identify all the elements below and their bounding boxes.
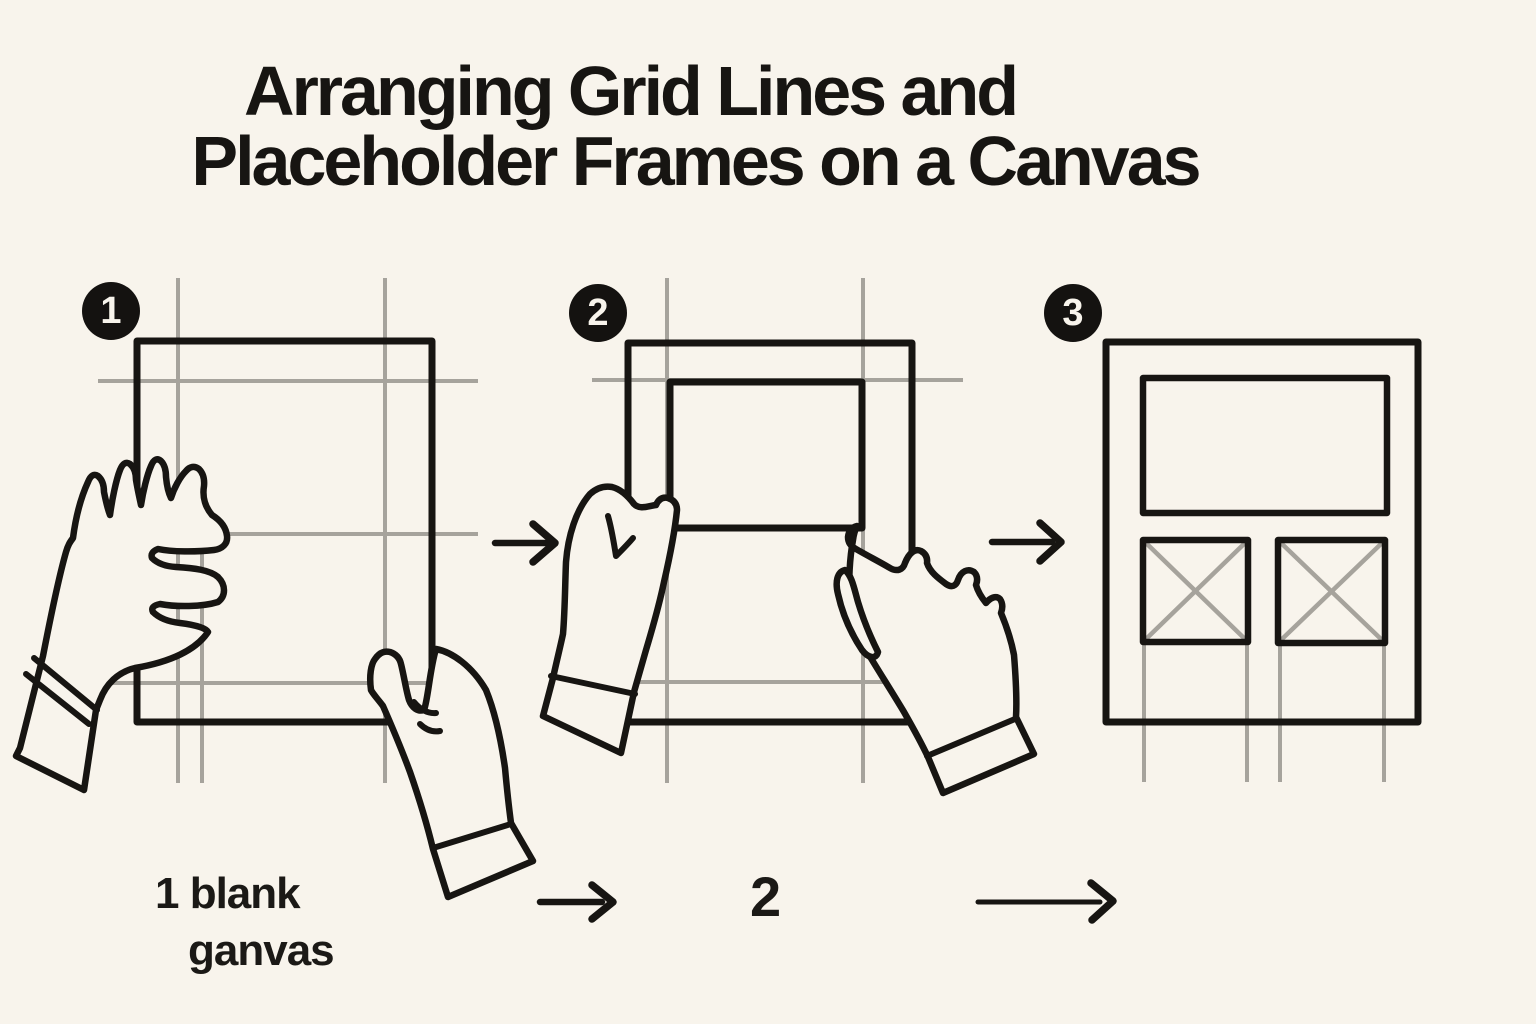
placeholder-rect-step3 <box>1139 374 1391 517</box>
step1-caption-line-1: 1 blank <box>155 869 301 918</box>
left-hand-step2 <box>539 483 681 757</box>
x-mark-icon-left <box>1143 540 1248 642</box>
canvas-step3 <box>1102 338 1422 726</box>
right-hand-step1 <box>366 645 537 901</box>
arrow-right-icon-mid-1 <box>491 520 559 566</box>
arrow-right-icon-mid-2 <box>988 519 1065 565</box>
left-hand-step1 <box>12 456 231 794</box>
arrow-right-icon-bottom-1 <box>536 881 617 923</box>
page-title-line-1: Arranging Grid Lines and <box>244 52 1019 130</box>
x-mark-icon-right <box>1278 540 1385 643</box>
step-badge-3: 3 <box>1044 284 1102 342</box>
right-hand-step2 <box>833 522 1038 797</box>
step2-caption: 2 <box>750 865 782 928</box>
placeholder-square-step3-left <box>1139 536 1252 646</box>
step-badge-2: 2 <box>569 284 627 342</box>
step1-caption-line-2: ganvas <box>188 926 335 975</box>
placeholder-frame-step2 <box>666 378 866 532</box>
page-title-line-2: Placeholder Frames on a Canvas <box>191 122 1201 200</box>
arrow-right-icon-bottom-2 <box>975 879 1117 924</box>
step-badge-1: 1 <box>82 282 140 340</box>
grid-lines-step3 <box>1142 644 1386 782</box>
placeholder-square-step3-right <box>1274 536 1389 647</box>
